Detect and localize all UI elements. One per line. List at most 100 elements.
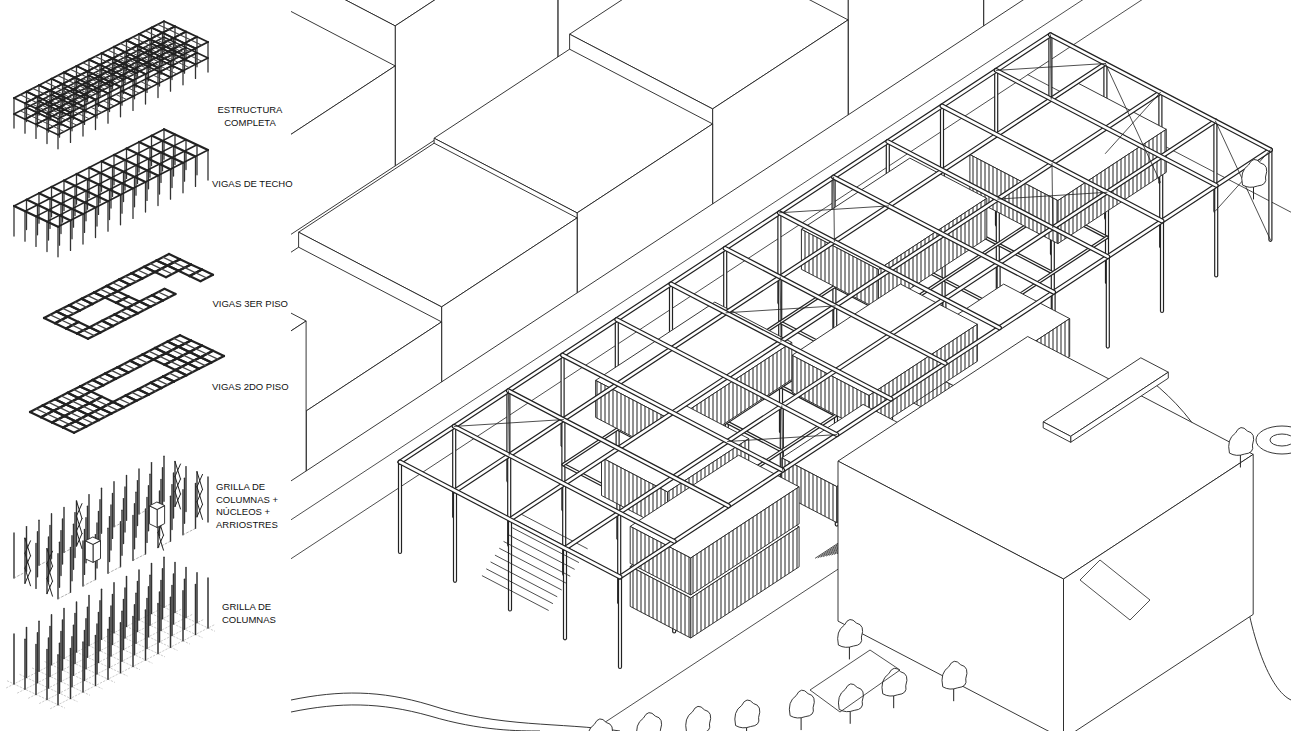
drawing-line	[185, 344, 196, 349]
drawing-line	[174, 562, 176, 612]
drawing-line	[55, 99, 66, 104]
planter	[1071, 372, 1169, 442]
drawing-line	[47, 114, 58, 119]
drawing-line	[75, 78, 86, 83]
drawing-line	[120, 623, 122, 673]
part-label: ESTRUCTURA COMPLETA	[212, 104, 288, 129]
drawing-line	[1107, 257, 1109, 347]
drawing-line	[191, 264, 202, 269]
drawing-line	[90, 403, 101, 408]
drawing-line	[98, 184, 99, 214]
drawing-line	[82, 214, 83, 244]
drawing-line	[157, 176, 158, 206]
drawing-line	[138, 46, 149, 51]
drawing-line	[138, 570, 140, 620]
drawing-line	[58, 150, 208, 227]
drawing-line	[171, 362, 182, 367]
drawing-line	[105, 374, 116, 379]
drawing-line	[36, 409, 47, 414]
drawing-line	[61, 96, 72, 101]
drawing-line	[163, 33, 174, 38]
drawing-line	[152, 28, 163, 33]
mini-columns-cores-braces	[14, 456, 208, 599]
drawing-line	[149, 575, 151, 625]
drawing-line	[152, 28, 163, 33]
drawing-line	[57, 655, 59, 705]
drawing-line	[190, 276, 201, 281]
drawing-line	[70, 648, 72, 698]
drawing-line	[183, 528, 196, 534]
drawing-line	[83, 330, 94, 335]
drawing-line	[131, 49, 142, 54]
drawing-line	[780, 277, 782, 341]
paving	[1080, 560, 1150, 620]
drawing-line	[88, 596, 90, 646]
drawing-line	[161, 345, 172, 350]
drawing-line	[127, 308, 138, 313]
part-label: GRILLA DE COLUMNAS	[222, 601, 288, 626]
drawing-line	[122, 91, 133, 96]
drawing-line	[119, 280, 130, 285]
drawing-line	[26, 200, 27, 230]
drawing-line	[888, 142, 1108, 257]
drawing-line	[25, 568, 31, 586]
drawing-line	[150, 39, 161, 44]
drawing-line	[454, 426, 674, 541]
drawing-line	[164, 21, 175, 26]
drawing-line	[90, 327, 101, 332]
drawing-line	[71, 536, 72, 581]
context-building	[291, 321, 306, 560]
drawing-line	[85, 94, 96, 99]
drawing-line	[168, 266, 179, 271]
drawing-line	[191, 56, 202, 61]
drawing-line	[135, 69, 146, 74]
drawing-line	[97, 88, 108, 93]
drawing-line	[184, 151, 185, 181]
drawing-line	[14, 98, 25, 103]
drawing-line	[191, 340, 202, 345]
drawing-line	[72, 401, 83, 406]
drawing-line	[149, 51, 160, 56]
drawing-line	[178, 62, 189, 67]
drawing-line	[66, 104, 77, 109]
drawing-line	[38, 621, 40, 671]
drawing-line	[121, 183, 122, 213]
drawing-line	[145, 509, 146, 554]
tree	[942, 661, 967, 689]
drawing-line	[126, 396, 137, 401]
drawing-line	[134, 605, 136, 655]
drawing-line	[49, 102, 60, 107]
drawing-line	[72, 325, 83, 330]
drawing-line	[72, 117, 83, 122]
drawing-line	[83, 63, 94, 68]
tree	[588, 719, 613, 731]
drawing-line	[112, 493, 113, 538]
drawing-line	[146, 598, 148, 648]
drawing-line	[180, 335, 191, 340]
drawing-line	[85, 395, 96, 400]
drawing-line	[172, 350, 183, 355]
drawing-line	[93, 380, 104, 385]
drawing-line	[74, 390, 85, 395]
drawing-line	[124, 487, 125, 532]
drawing-line	[91, 107, 102, 112]
drawing-line	[162, 569, 164, 619]
drawing-line	[74, 89, 85, 94]
drawing-line	[834, 177, 1054, 292]
drawing-line	[779, 213, 999, 328]
drawing-line	[49, 102, 60, 107]
drawing-line	[27, 92, 38, 97]
drawing-line	[454, 426, 674, 541]
drawing-line	[122, 300, 133, 305]
drawing-line	[118, 367, 129, 372]
drawing-line	[159, 592, 161, 642]
drawing-line	[495, 555, 561, 590]
drawing-line	[33, 88, 44, 93]
drawing-line	[136, 57, 147, 62]
drawing-line	[153, 59, 164, 64]
tree	[882, 668, 907, 696]
drawing-line	[39, 85, 50, 90]
drawing-line	[39, 85, 50, 90]
drawing-line	[136, 57, 147, 62]
drawing-line	[137, 582, 139, 632]
